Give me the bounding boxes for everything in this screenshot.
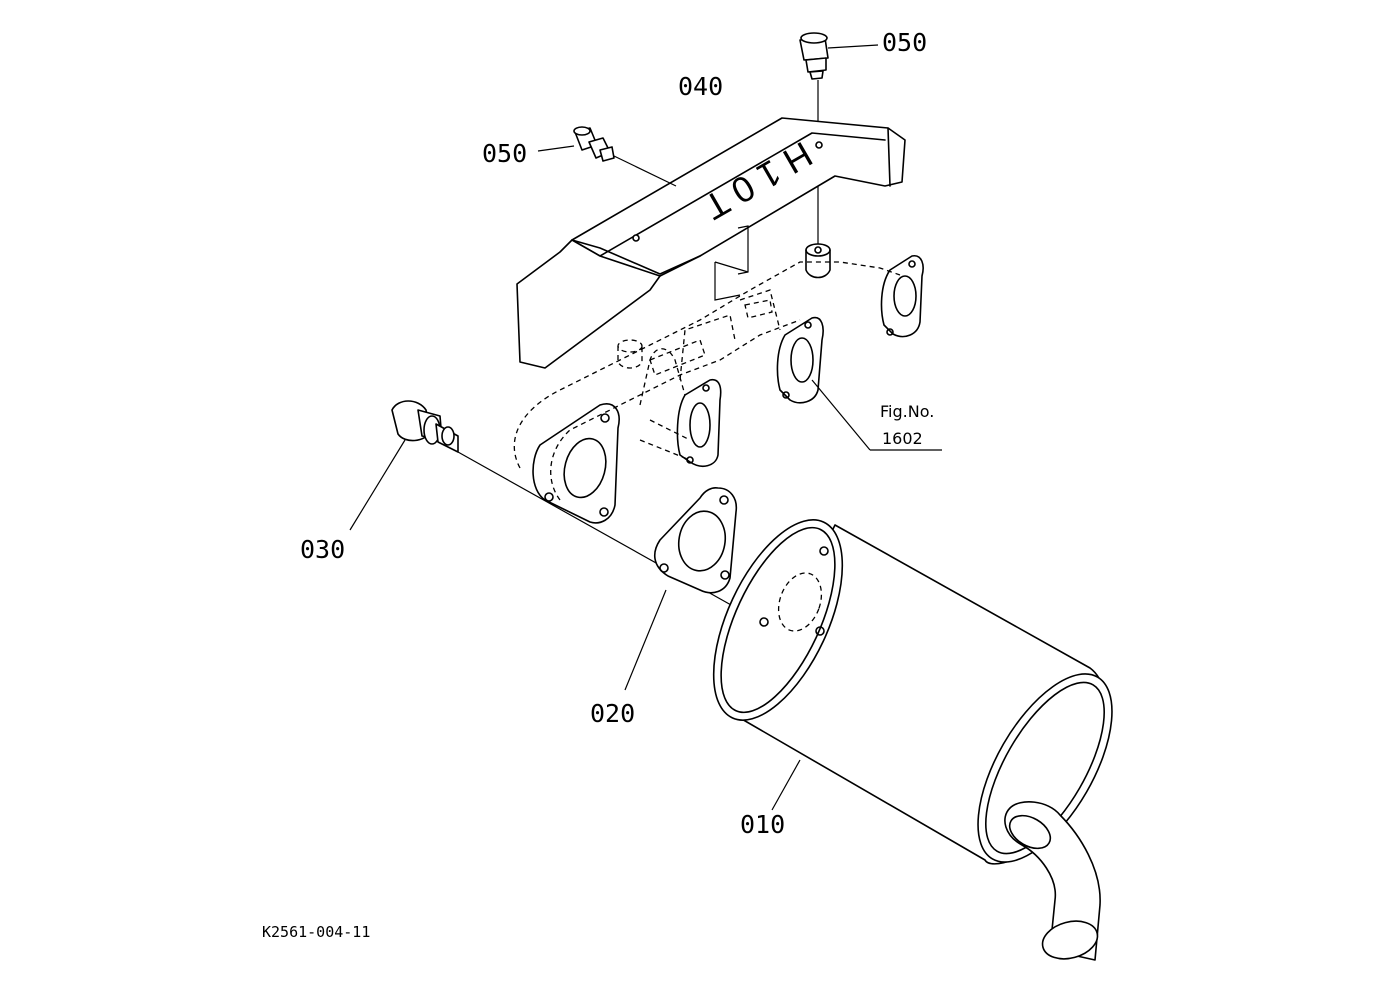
- leader-020: [624, 589, 667, 691]
- fig-ref-number: 1602: [882, 429, 923, 448]
- manifold-flange-mid2: [776, 316, 824, 404]
- drawing-code: K2561-004-11: [262, 923, 370, 941]
- bolt-050-top: [799, 32, 829, 80]
- part-label-040: 040: [678, 72, 723, 101]
- heat-shield-040: H 1 0 T: [516, 117, 906, 369]
- leader-050-left: [537, 145, 575, 152]
- part-label-020: 020: [590, 699, 635, 728]
- muffler-010: [712, 519, 1113, 961]
- leader-050-top: [827, 44, 879, 49]
- fig-ref-label: Fig.No.: [880, 402, 934, 421]
- manifold-flange-right: [880, 255, 924, 338]
- leader-010: [771, 759, 801, 811]
- manifold-flange-mid1: [676, 378, 722, 467]
- gasket-020: [653, 487, 738, 594]
- leader-030: [349, 439, 406, 531]
- bolt-030: [391, 400, 459, 453]
- part-label-050-top: 050: [882, 28, 927, 57]
- bolt-050-left: [573, 126, 615, 162]
- manifold-flange-left: [532, 403, 620, 524]
- axis-line-050-left: [613, 155, 677, 187]
- leader-fig-ref: [811, 379, 871, 451]
- exhaust-manifold-phantom: [513, 243, 901, 501]
- part-label-010: 010: [740, 810, 785, 839]
- part-label-050-left: 050: [482, 139, 527, 168]
- part-label-030: 030: [300, 535, 345, 564]
